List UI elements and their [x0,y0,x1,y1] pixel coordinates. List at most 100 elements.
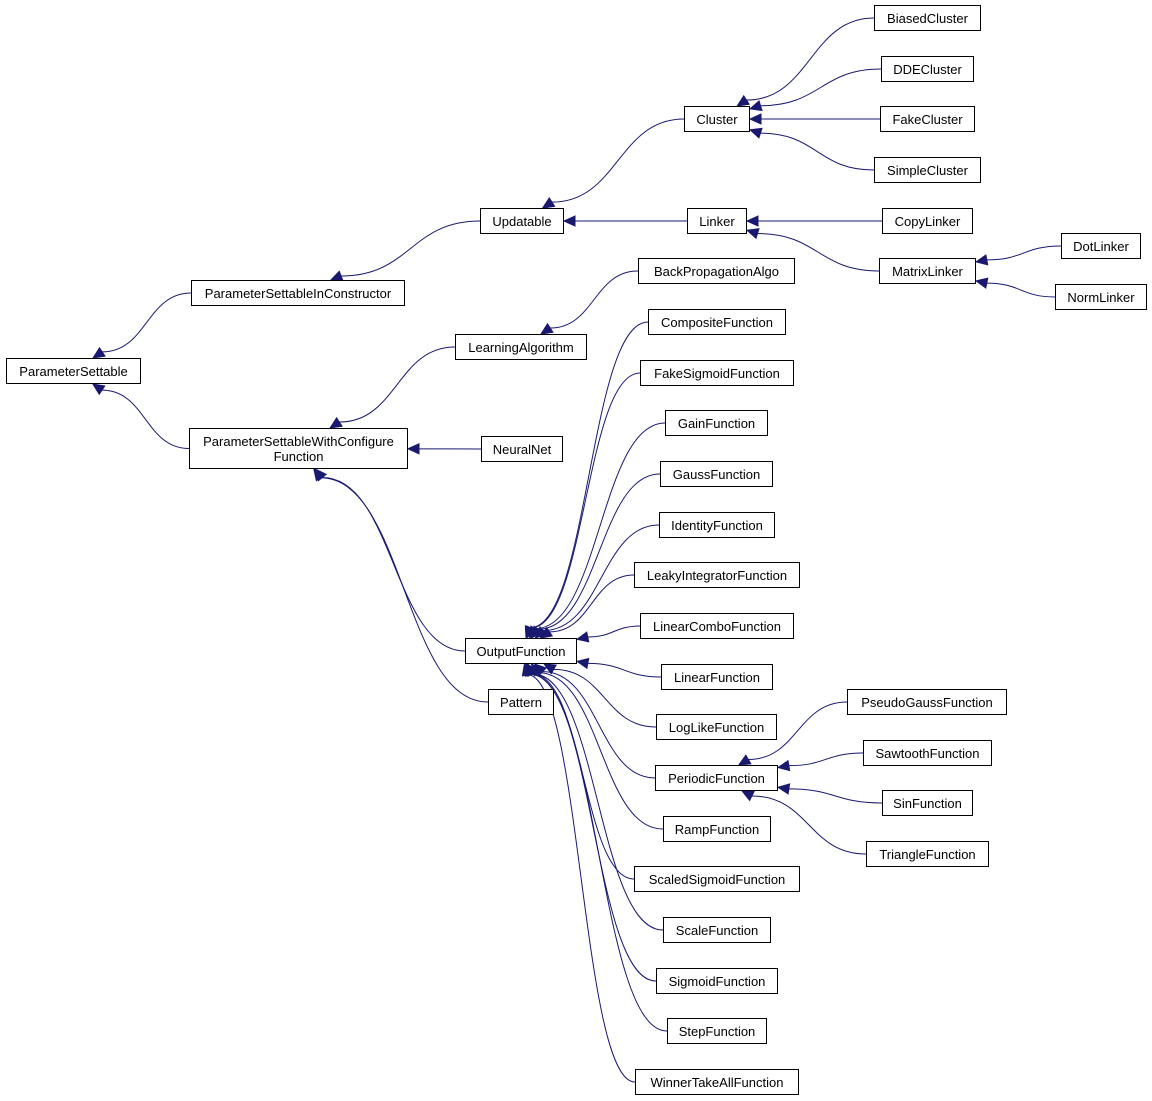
node-output-function[interactable]: OutputFunction [465,638,577,664]
node-label: RampFunction [674,821,760,837]
node-neural-net[interactable]: NeuralNet [481,436,563,462]
node-sin-function[interactable]: SinFunction [882,790,973,816]
node-linker[interactable]: Linker [687,208,747,234]
node-label: CopyLinker [894,213,961,229]
arrowhead-ddecluster-to-cluster [748,100,763,112]
node-label: CompositeFunction [661,314,773,330]
node-label: LogLikeFunction [668,719,765,735]
node-winner-take-all-function[interactable]: WinnerTakeAllFunction [635,1069,799,1095]
node-gauss-function[interactable]: GaussFunction [660,461,773,487]
node-parameter-settable[interactable]: ParameterSettable [6,358,141,384]
edge-dot-linker-to-matrix-linker [986,245,1062,261]
edge-scale-function-to-output-function [532,673,664,931]
node-cluster[interactable]: Cluster [684,106,750,132]
node-label: BiasedCluster [887,10,968,26]
edge-norm-linker-to-matrix-linker [986,282,1056,298]
node-label: TriangleFunction [879,846,976,862]
node-copy-linker[interactable]: CopyLinker [882,208,973,234]
node-step-function[interactable]: StepFunction [667,1018,767,1044]
node-scale-function[interactable]: ScaleFunction [663,917,771,943]
arrowhead-parameter-settable-in-constructor-to-parameter-settable [92,346,106,359]
node-fake-sigmoid-function[interactable]: FakeSigmoidFunction [640,360,794,386]
node-biased-cluster[interactable]: BiasedCluster [874,5,981,31]
node-updatable[interactable]: Updatable [480,208,564,234]
node-dot-linker[interactable]: DotLinker [1061,233,1141,259]
node-label: FakeSigmoidFunction [654,365,780,381]
node-norm-linker[interactable]: NormLinker [1055,284,1147,310]
edge-linear-function-to-output-function [587,662,662,678]
node-parameter-settable-in-constructor[interactable]: ParameterSettableInConstructor [191,280,405,306]
node-linear-combo-function[interactable]: LinearComboFunction [640,613,794,639]
node-label: FakeCluster [892,111,963,127]
node-leaky-integrator-function[interactable]: LeakyIntegratorFunction [634,562,800,588]
edge-log-like-function-to-output-function [553,668,657,728]
edge-biased-cluster-to-cluster [746,17,875,101]
arrowhead-triangle-function-to-periodic-function [740,790,755,802]
node-identity-function[interactable]: IdentityFunction [659,512,775,538]
node-label: ParameterSettable [19,363,128,379]
node-learning-algorithm[interactable]: LearningAlgorithm [455,334,587,360]
arrowhead-learning-algorithm-to-parameter-settable-with-configure-function [329,416,343,429]
node-label: SawtoothFunction [875,745,980,761]
node-label: Cluster [696,111,738,127]
edge-ddecluster-to-cluster [760,68,882,107]
edge-periodic-function-to-output-function [542,671,656,779]
arrowhead-sawtooth-function-to-periodic-function [776,759,791,772]
edge-parameter-settable-in-constructor-to-parameter-settable [102,292,192,353]
node-composite-function[interactable]: CompositeFunction [648,309,786,335]
node-label: DDECluster [893,61,962,77]
node-label: SinFunction [893,795,962,811]
node-pseudo-gauss-function[interactable]: PseudoGaussFunction [847,689,1007,715]
edge-cluster-to-updatable [551,118,685,203]
edge-pseudo-gauss-function-to-periodic-function [748,701,848,760]
node-simple-cluster[interactable]: SimpleCluster [874,157,981,183]
node-label: IdentityFunction [671,517,763,533]
arrowhead-neural-net-to-parameter-settable-with-configure-function [406,443,420,455]
arrowhead-biased-cluster-to-cluster [736,94,751,107]
edge-parameter-settable-with-configure-function-to-parameter-settable [102,389,190,449]
edge-winner-take-all-function-to-output-function [527,674,636,1083]
node-label: BackPropagationAlgo [653,263,780,279]
node-label: ScaledSigmoidFunction [648,871,786,887]
arrowhead-linear-combo-function-to-output-function [575,631,590,643]
node-label: StepFunction [678,1023,756,1039]
arrowhead-log-like-function-to-output-function [543,663,557,675]
node-dde-cluster[interactable]: DDECluster [881,56,974,82]
edge-learning-algorithm-to-parameter-settable-with-configure-function [339,346,456,423]
node-back-propagation-algo[interactable]: BackPropagationAlgo [638,258,795,284]
node-fake-cluster[interactable]: FakeCluster [880,106,975,132]
edge-composite-function-to-output-function [529,321,649,629]
edge-triangle-function-to-periodic-function [751,795,867,855]
node-ramp-function[interactable]: RampFunction [663,816,771,842]
node-pattern[interactable]: Pattern [488,689,554,715]
arrowhead-pattern-to-parameter-settable-with-configure-function [313,468,326,482]
node-label: WinnerTakeAllFunction [650,1074,784,1090]
node-label: ParameterSettableInConstructor [204,285,392,301]
node-sigmoid-function[interactable]: SigmoidFunction [656,968,778,994]
node-triangle-function[interactable]: TriangleFunction [866,841,989,867]
node-linear-function[interactable]: LinearFunction [661,664,773,690]
arrowhead-back-propagation-algo-to-learning-algorithm [539,322,554,335]
node-label: Pattern [500,694,542,710]
arrowhead-sin-function-to-periodic-function [776,783,791,795]
arrowhead-cluster-to-updatable [541,196,556,209]
edge-leaky-integrator-function-to-output-function [549,574,635,633]
node-label: DotLinker [1073,238,1129,254]
arrowhead-linear-function-to-output-function [575,657,590,670]
arrowhead-matrix-linker-to-linker [745,228,760,240]
node-label: LearningAlgorithm [468,339,574,355]
node-log-like-function[interactable]: LogLikeFunction [656,714,777,740]
arrowhead-copy-linker-to-linker [745,215,759,227]
node-gain-function[interactable]: GainFunction [665,410,768,436]
edge-identity-function-to-output-function [543,524,660,632]
node-periodic-function[interactable]: PeriodicFunction [655,765,778,791]
arrowhead-winner-take-all-function-to-output-function [521,662,533,677]
node-label: PeriodicFunction [668,770,765,786]
node-label: ScaleFunction [675,922,759,938]
node-label: GaussFunction [672,466,761,482]
node-sawtooth-function[interactable]: SawtoothFunction [863,740,992,766]
node-scaled-sigmoid-function[interactable]: ScaledSigmoidFunction [634,866,800,892]
node-label: NormLinker [1067,289,1135,305]
node-matrix-linker[interactable]: MatrixLinker [879,258,976,284]
